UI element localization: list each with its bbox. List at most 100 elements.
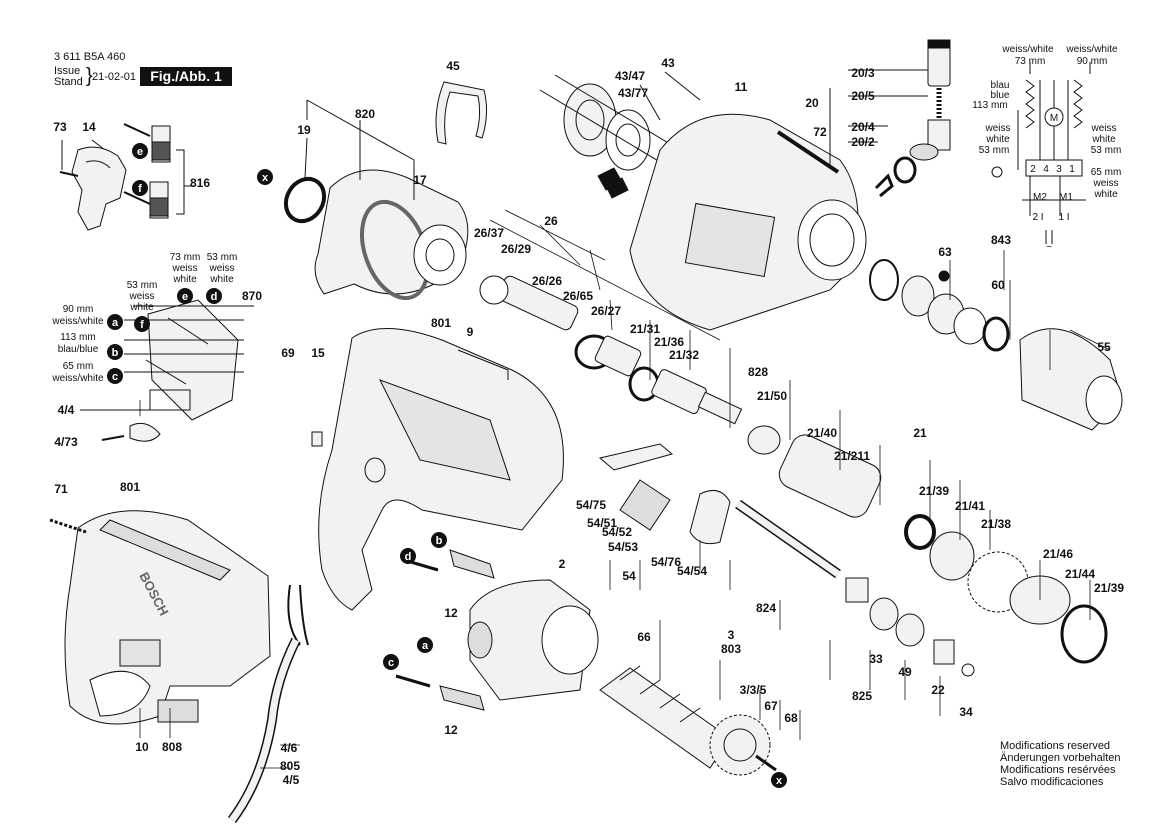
wiring-label: 3 bbox=[1056, 164, 1062, 175]
part-label: 3 bbox=[728, 628, 735, 642]
part-label: 820 bbox=[355, 107, 375, 121]
issue-date: 21-02-01 bbox=[92, 71, 137, 83]
footer-note: Salvo modificaciones bbox=[1000, 776, 1104, 788]
wiring-label: 65 mm bbox=[1091, 167, 1122, 178]
part-label: 15 bbox=[311, 346, 325, 360]
part-label: 33 bbox=[869, 652, 883, 666]
part-label: 21/31 bbox=[630, 322, 660, 336]
callout-marker: e bbox=[137, 146, 143, 158]
part-label: 14 bbox=[82, 120, 96, 134]
part-label: 20/5 bbox=[851, 89, 875, 103]
wiring-label: weiss bbox=[1090, 123, 1116, 134]
wiring-label: 4 bbox=[1043, 164, 1049, 175]
wiring-label: 53 mm bbox=[979, 145, 1010, 156]
callout-marker: a bbox=[422, 640, 429, 652]
callout-marker: c bbox=[388, 657, 394, 669]
callout-marker: d bbox=[211, 291, 218, 303]
wire-length-label: 53 mm bbox=[127, 280, 158, 291]
wire-length-label: weiss bbox=[208, 263, 234, 274]
wire-length-label: weiss/white bbox=[51, 373, 104, 384]
part-label: 825 bbox=[852, 689, 872, 703]
part-label: 4/5 bbox=[283, 773, 300, 787]
callout-marker: e bbox=[182, 291, 188, 303]
wiring-label: blue bbox=[991, 90, 1010, 101]
wire-length-label: 113 mm bbox=[60, 332, 95, 343]
wire-length-label: 90 mm bbox=[63, 304, 94, 315]
part-label: 803 bbox=[721, 642, 741, 656]
part-label: 19 bbox=[297, 123, 311, 137]
issue-brace: } bbox=[86, 65, 93, 87]
part-label: 21/46 bbox=[1043, 547, 1073, 561]
part-label: 801 bbox=[431, 316, 451, 330]
part-label: 69 bbox=[281, 346, 295, 360]
part-label: 801 bbox=[120, 480, 140, 494]
part-label: 21/39 bbox=[1094, 581, 1124, 595]
part-label: 816 bbox=[190, 176, 210, 190]
part-label: 21/32 bbox=[669, 348, 699, 362]
part-label: 20 bbox=[805, 96, 819, 110]
part-label: 805 bbox=[280, 759, 300, 773]
callout-marker: x bbox=[262, 172, 269, 184]
part-carbon-brush bbox=[829, 39, 951, 198]
part-handle-half bbox=[49, 510, 271, 725]
wire-length-label: weiss bbox=[128, 291, 154, 302]
wiring-label: 1 I bbox=[1058, 212, 1069, 223]
part-label: 828 bbox=[748, 365, 768, 379]
wiring-label: M bbox=[1050, 113, 1058, 124]
wire-length-label: weiss bbox=[171, 263, 197, 274]
footer-note: Änderungen vorbehalten bbox=[1000, 752, 1121, 764]
part-label: 21/38 bbox=[981, 517, 1011, 531]
part-gear-housing bbox=[539, 71, 867, 331]
callout-marker: f bbox=[140, 319, 144, 331]
wiring-label: 113 mm bbox=[972, 100, 1007, 111]
part-label: 21/211 bbox=[834, 449, 870, 463]
part-label: 26/26 bbox=[532, 274, 562, 288]
drawing-layer bbox=[49, 39, 1123, 823]
issue-label-en: Issue bbox=[54, 65, 81, 77]
part-label: 54/51 bbox=[587, 516, 617, 530]
wiring-label: M2 bbox=[1033, 192, 1047, 203]
part-label: 21 bbox=[913, 426, 927, 440]
part-gear-lever bbox=[598, 443, 975, 677]
part-label: 17 bbox=[413, 173, 427, 187]
circle-markers bbox=[107, 143, 787, 788]
callout-marker: a bbox=[112, 317, 119, 329]
part-label: 21/41 bbox=[955, 499, 985, 513]
part-label: 60 bbox=[991, 278, 1005, 292]
part-label: 67 bbox=[764, 699, 778, 713]
part-power-cable bbox=[227, 584, 309, 823]
wiring-label: 90 mm bbox=[1077, 56, 1108, 67]
callout-marker: x bbox=[776, 775, 783, 787]
part-label: 66 bbox=[637, 630, 651, 644]
part-label: 10 bbox=[135, 740, 149, 754]
part-label: 55 bbox=[1097, 340, 1111, 354]
wiring-label: 1 bbox=[1069, 164, 1075, 175]
part-label: 68 bbox=[784, 711, 798, 725]
part-label: 3/3/5 bbox=[740, 683, 767, 697]
part-label: 71 bbox=[54, 482, 68, 496]
wiring-label: weiss bbox=[1092, 178, 1118, 189]
wire-length-label: 73 mm bbox=[170, 252, 201, 263]
wire-length-label: white bbox=[172, 274, 197, 285]
part-label: 73 bbox=[53, 120, 67, 134]
part-label: 4/6 bbox=[281, 741, 298, 755]
part-label: 21/36 bbox=[654, 335, 684, 349]
callout-marker: f bbox=[138, 183, 142, 195]
leader-lines bbox=[139, 209, 1111, 769]
part-label: 843 bbox=[991, 233, 1011, 247]
callout-marker: b bbox=[112, 347, 119, 359]
wiring-label: white bbox=[1091, 134, 1116, 145]
part-stator bbox=[395, 549, 599, 711]
part-label: 4/73 bbox=[54, 435, 78, 449]
part-label: 43/77 bbox=[618, 86, 648, 100]
part-label: 43/47 bbox=[615, 69, 645, 83]
part-spindle-group bbox=[479, 275, 1108, 664]
part-label: 20/3 bbox=[851, 66, 875, 80]
part-label: 21/40 bbox=[807, 426, 837, 440]
part-label: 54/53 bbox=[608, 540, 638, 554]
part-label: 20/4 bbox=[851, 120, 875, 134]
wiring-label: weiss/white bbox=[1001, 44, 1054, 55]
wire-length-label: weiss/white bbox=[51, 316, 104, 327]
